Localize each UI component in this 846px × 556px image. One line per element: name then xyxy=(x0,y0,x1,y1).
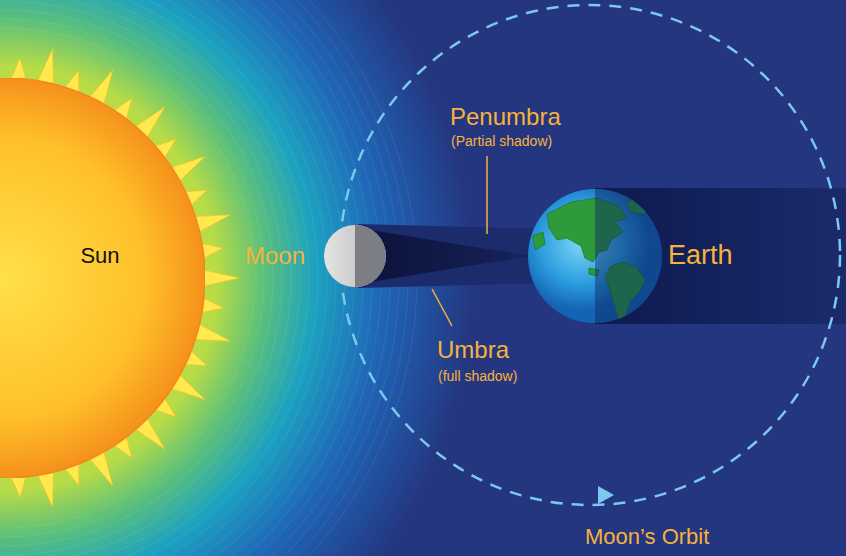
moon-body-outline xyxy=(323,224,387,288)
earth-ocean xyxy=(527,188,663,324)
umbra-leader xyxy=(432,289,452,326)
glow-ring xyxy=(0,0,318,556)
glow-ring xyxy=(0,0,363,556)
earth-globe xyxy=(527,188,663,324)
glow-ring xyxy=(0,0,309,556)
glow-ring xyxy=(0,0,300,556)
glow-ring xyxy=(0,0,327,556)
moon-orbit xyxy=(340,5,840,505)
node-label-wrap: Moon xyxy=(245,242,305,270)
glow-ring xyxy=(0,0,372,556)
node-label-wrap: Earth xyxy=(668,240,733,271)
earth-night-side xyxy=(595,188,663,324)
glow-rings xyxy=(0,0,417,556)
penumbra-leader xyxy=(486,156,488,234)
label-wrap: Penumbra xyxy=(450,103,561,131)
earth-night-shadow xyxy=(595,188,846,324)
sun-ray xyxy=(0,473,1,512)
label-wrap: Moon’s Orbit xyxy=(585,524,709,549)
glow-ring xyxy=(0,19,264,537)
sun-disk-outline xyxy=(0,78,205,478)
region-note: (Partial shadow) xyxy=(451,133,552,149)
node-label: Moon xyxy=(245,242,305,270)
continent xyxy=(533,232,545,250)
sun-rays xyxy=(0,45,239,512)
node-label: Earth xyxy=(668,240,733,271)
orbit-label: Moon’s Orbit xyxy=(585,524,709,549)
glow-ring xyxy=(0,0,381,556)
glow-ring xyxy=(0,0,354,556)
glow-ring xyxy=(0,0,345,556)
region-note: (full shadow) xyxy=(438,368,517,384)
region-label: Umbra xyxy=(437,336,509,364)
sun-disk: Sun xyxy=(0,78,205,478)
glow-ring xyxy=(0,0,408,556)
earth-globe-outline xyxy=(527,188,663,324)
orbit-arrow xyxy=(598,486,614,504)
label-wrap: (Partial shadow) xyxy=(451,133,552,149)
glow-ring xyxy=(0,0,390,556)
sun-ray xyxy=(201,269,239,287)
region-label: Penumbra xyxy=(450,103,561,131)
sun-disk xyxy=(0,78,205,478)
penumbra-cone xyxy=(358,224,550,288)
glow-ring xyxy=(0,0,336,556)
glow-ring xyxy=(0,0,399,556)
glow-ring xyxy=(0,0,291,556)
moon-lit-side xyxy=(324,225,386,287)
glow-ring xyxy=(0,28,255,528)
node-label-wrap: Sun xyxy=(80,243,119,268)
label-wrap: (full shadow) xyxy=(438,368,517,384)
sun-rim xyxy=(0,90,193,466)
node-label: Sun xyxy=(80,243,119,268)
label-wrap: Umbra xyxy=(437,336,509,364)
moon-body: Moon xyxy=(323,224,387,288)
glow-ring xyxy=(0,0,417,556)
earth-globe: Earth xyxy=(527,188,663,324)
moon-dark-side xyxy=(355,225,386,287)
